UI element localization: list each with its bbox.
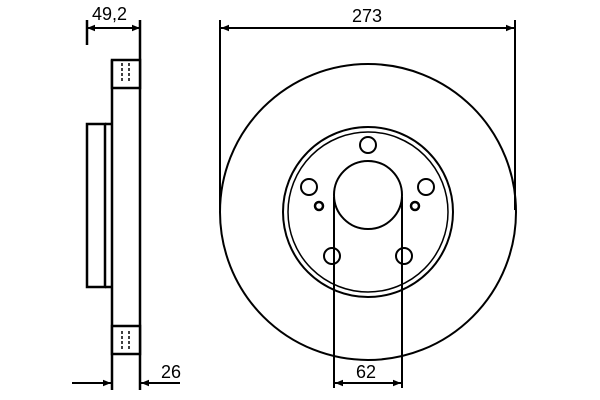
side-view [85,20,142,390]
dim-thickness-label: 26 [161,362,182,382]
front-view [219,20,517,388]
pin-hole [313,200,325,212]
dim-outer-diameter-label: 273 [352,6,383,26]
dim-center-bore-label: 62 [356,362,377,382]
pin-hole [409,200,421,212]
bolt-hole [300,178,318,196]
center-bore [333,160,403,230]
bolt-hole [323,247,341,265]
bolt-hole [417,178,435,196]
dim-height-label: 49,2 [92,4,128,24]
bolt-hole [395,247,413,265]
bolt-hole [359,136,377,154]
